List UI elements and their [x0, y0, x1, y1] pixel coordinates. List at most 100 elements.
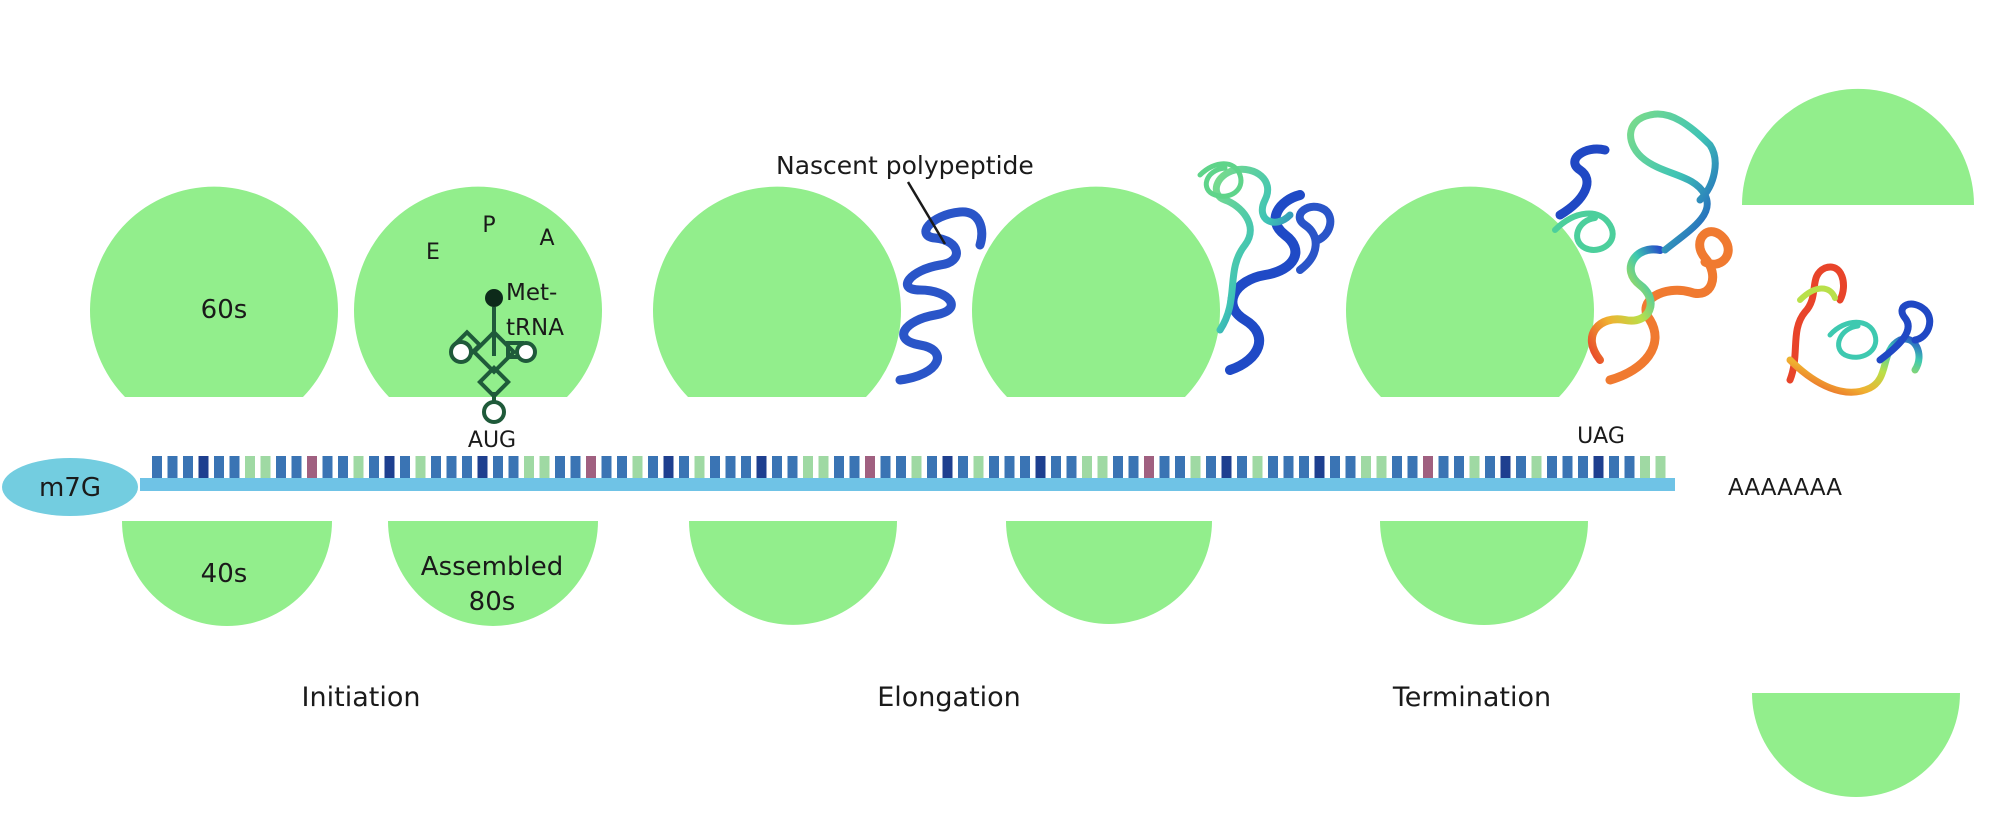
codon-tick [1345, 456, 1356, 478]
codon-tick [741, 456, 751, 478]
codon-tick [1237, 456, 1247, 478]
codon-tick [1485, 456, 1495, 478]
codon-tick [1175, 456, 1185, 478]
codon-tick [865, 456, 875, 478]
small-subunit-assembled [388, 521, 598, 626]
cap-label: m7G [39, 473, 101, 503]
small-subunit-elongation-2 [1006, 521, 1212, 624]
codon-tick [1020, 456, 1030, 478]
codon-tick [1097, 456, 1108, 478]
codon-tick [384, 456, 395, 478]
codon-tick [601, 456, 612, 478]
codon-tick [1547, 456, 1557, 478]
codon-tick [260, 456, 271, 478]
codon-tick [818, 456, 829, 478]
codon-tick [1299, 456, 1309, 478]
large-subunits [89, 88, 1974, 397]
codon-tick [679, 456, 689, 478]
codon-tick [648, 456, 658, 478]
codon-tick [198, 456, 209, 478]
small-subunit-initiation [122, 521, 332, 626]
start-codon-label: AUG [468, 428, 516, 453]
codon-tick [477, 456, 488, 478]
mrna [2, 456, 1675, 516]
small-subunit-label: 40s [201, 559, 248, 589]
codon-tick [1454, 456, 1464, 478]
codon-tick [725, 456, 736, 478]
codon-tick [1593, 456, 1604, 478]
codon-tick [710, 456, 720, 478]
codon-tick [183, 456, 193, 478]
stop-codon-label: UAG [1577, 424, 1625, 449]
codon-tick [1128, 456, 1139, 478]
large-subunit-termination [1346, 186, 1594, 397]
codon-tick [338, 456, 348, 478]
codon-tick [1051, 456, 1061, 478]
codon-tick [1221, 456, 1232, 478]
codon-tick [291, 456, 302, 478]
codon-tick [1283, 456, 1294, 478]
small-subunit-released [1752, 693, 1960, 797]
codon-tick [927, 456, 937, 478]
assembled-label-line2: 80s [469, 587, 516, 617]
codon-tick [152, 456, 162, 478]
codon-tick [1082, 456, 1092, 478]
codon-tick [942, 456, 953, 478]
large-subunit-initiation [89, 186, 338, 397]
codon-tick [493, 456, 503, 478]
codon-tick [834, 456, 844, 478]
small-subunit-termination [1380, 521, 1588, 625]
codon-tick [632, 456, 643, 478]
site-a-label: A [539, 226, 554, 251]
codon-tick [1469, 456, 1480, 478]
codon-tick [973, 456, 984, 478]
codon-tick [1376, 456, 1387, 478]
codon-tick [555, 456, 565, 478]
codon-tick [1531, 456, 1542, 478]
codon-tick [415, 456, 426, 478]
mrna-backbone [140, 478, 1675, 491]
codon-tick [989, 456, 999, 478]
codon-tick [1578, 456, 1588, 478]
polypeptide-3 [1552, 110, 1733, 385]
codon-tick [803, 456, 813, 478]
codon-tick [694, 456, 705, 478]
codon-tick [1500, 456, 1511, 478]
codon-tick [1035, 456, 1046, 478]
codon-tick [524, 456, 534, 478]
codon-tick [1159, 456, 1170, 478]
codon-tick [431, 456, 441, 478]
codon-tick [1562, 456, 1573, 478]
site-p-label: P [482, 213, 495, 238]
mrna-cap [2, 458, 138, 516]
codon-tick [1113, 456, 1123, 478]
polypeptide-4 [1786, 263, 1934, 396]
codon-tick [462, 456, 472, 478]
codon-tick [1206, 456, 1216, 478]
codon-tick [1438, 456, 1449, 478]
poly-a-label: AAAAAAA [1728, 475, 1842, 501]
codon-tick [1144, 456, 1154, 478]
codon-tick [1624, 456, 1635, 478]
codon-tick [756, 456, 767, 478]
codon-tick [570, 456, 581, 478]
large-subunit-elongation-2 [972, 186, 1221, 397]
assembled-label-line1: Assembled [421, 552, 563, 582]
codon-tick [1268, 456, 1278, 478]
codon-tick [539, 456, 550, 478]
large-subunit-label: 60s [201, 295, 248, 325]
codon-tick [508, 456, 519, 478]
codon-tick [1609, 456, 1619, 478]
codon-tick [322, 456, 333, 478]
codon-tick [1392, 456, 1402, 478]
trna-label-line2: tRNA [506, 315, 564, 341]
codon-tick [1252, 456, 1263, 478]
stage-initiation: Initiation [302, 682, 421, 713]
nascent-polypeptide-label: Nascent polypeptide [776, 151, 1034, 180]
stage-termination: Termination [1392, 682, 1551, 713]
site-e-label: E [426, 240, 440, 265]
codon-tick [1330, 456, 1340, 478]
codon-tick [1066, 456, 1077, 478]
polypeptide-2 [1197, 161, 1335, 375]
met-trna [449, 289, 537, 424]
